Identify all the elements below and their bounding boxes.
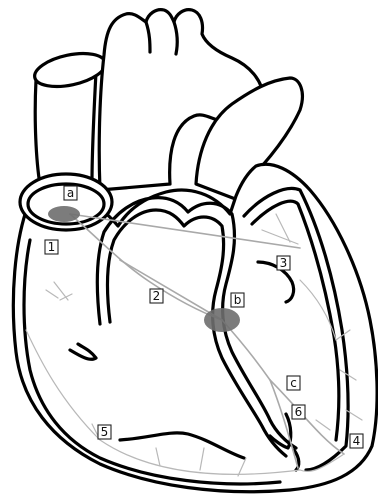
svg-text:1: 1 <box>48 240 56 254</box>
label-a: a <box>64 186 77 200</box>
label-6: 6 <box>292 405 305 419</box>
label-4: 4 <box>350 434 363 448</box>
label-1: 1 <box>45 240 58 254</box>
superior-vena-cava <box>32 48 109 185</box>
svg-text:a: a <box>67 186 74 200</box>
svg-text:2: 2 <box>153 289 161 303</box>
label-c: c <box>287 376 300 390</box>
label-5: 5 <box>98 425 111 439</box>
sa-node <box>48 206 80 222</box>
label-2: 2 <box>150 289 163 303</box>
svg-text:5: 5 <box>101 425 109 439</box>
svg-text:c: c <box>290 376 297 390</box>
svg-text:3: 3 <box>280 256 288 270</box>
svg-text:b: b <box>234 293 242 307</box>
label-b: b <box>231 293 244 307</box>
svg-text:4: 4 <box>353 434 361 448</box>
svg-text:6: 6 <box>295 405 303 419</box>
av-node <box>204 308 240 332</box>
label-3: 3 <box>277 256 290 270</box>
